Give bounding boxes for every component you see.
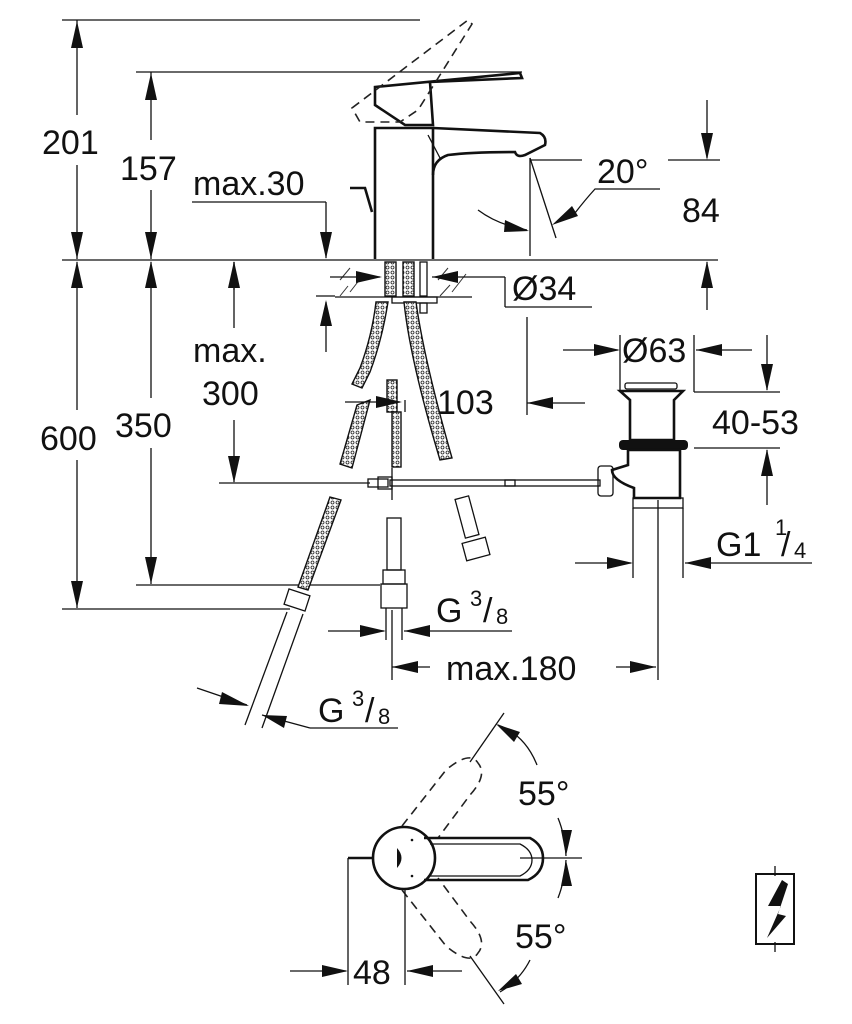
dim-diameter-63-label: Ø63 [622, 332, 686, 370]
dim-g3-8-lower-denominator: 8 [378, 704, 390, 729]
dim-201-label: 201 [42, 124, 99, 162]
dimension-40-53: 40-53 [694, 335, 799, 505]
dim-g3-8-upper-slash: / [483, 592, 493, 630]
dimension-g3-8-lower: G 3 / 8 [196, 686, 398, 730]
dimension-84: 84 [668, 100, 720, 310]
dim-max300-label-2: 300 [202, 375, 259, 413]
deck-section [335, 261, 472, 314]
dimension-201: 201 [42, 19, 420, 259]
dim-g1-numerator: 1 [775, 515, 787, 540]
dim-20deg-label: 20° [597, 153, 648, 191]
dimension-g1-1-4: G1 1 / 4 [575, 500, 812, 680]
dim-g1-slash: / [781, 526, 791, 564]
dim-g3-8-lower-numerator: 3 [352, 686, 364, 711]
dimension-diameter-34: Ø34 [316, 270, 592, 352]
dim-g1-denominator: 4 [794, 538, 806, 563]
dim-g3-8-upper-denominator: 8 [496, 604, 508, 629]
dimension-103: 103 [345, 317, 585, 422]
popup-rod [367, 465, 614, 500]
waste-valve [610, 382, 688, 509]
dim-350-label: 350 [115, 407, 172, 445]
dim-g3-8-lower-label: G [318, 692, 344, 730]
dim-84-label: 84 [682, 192, 720, 230]
dim-55deg-upper-label: 55° [518, 775, 569, 813]
dimension-max30: max.30 [192, 165, 332, 290]
dimension-g3-8-upper: G 3 / 8 [328, 586, 512, 637]
dim-max180-label: max.180 [446, 650, 576, 688]
dimension-600: 600 [40, 261, 290, 610]
hose-connectors [244, 495, 491, 729]
lever-top-view [347, 757, 582, 985]
dimension-350: 350 [115, 261, 380, 586]
dimension-55deg-lower: 55° [469, 859, 572, 1005]
faucet-body [350, 18, 547, 259]
dim-g3-8-lower-slash: / [365, 692, 375, 730]
dim-48-label: 48 [353, 954, 391, 992]
dim-55deg-lower-label: 55° [515, 918, 566, 956]
dim-g3-8-upper-numerator: 3 [470, 586, 482, 611]
dim-600-label: 600 [40, 420, 97, 458]
supply-hoses [339, 301, 453, 469]
dim-max30-label: max.30 [193, 165, 305, 203]
low-pressure-lightning-icon [755, 866, 795, 952]
dim-g3-8-upper-label: G [436, 592, 462, 630]
dimension-55deg-upper: 55° [469, 712, 572, 857]
dim-g1-label: G1 [716, 526, 761, 564]
dimension-max180: max.180 [392, 650, 656, 688]
dim-max300-label-1: max. [193, 332, 267, 370]
dim-diameter-34-label: Ø34 [512, 270, 576, 308]
dim-103-label: 103 [437, 384, 494, 422]
dimension-diameter-63: Ø63 [563, 332, 752, 392]
dim-40-53-label: 40-53 [712, 404, 799, 442]
dim-157-label: 157 [120, 150, 177, 188]
dimension-max300: max. 300 [193, 261, 370, 484]
dimension-48: 48 [290, 954, 462, 992]
dimension-20deg: 20° [477, 153, 660, 256]
dimension-157: 157 [120, 71, 522, 259]
